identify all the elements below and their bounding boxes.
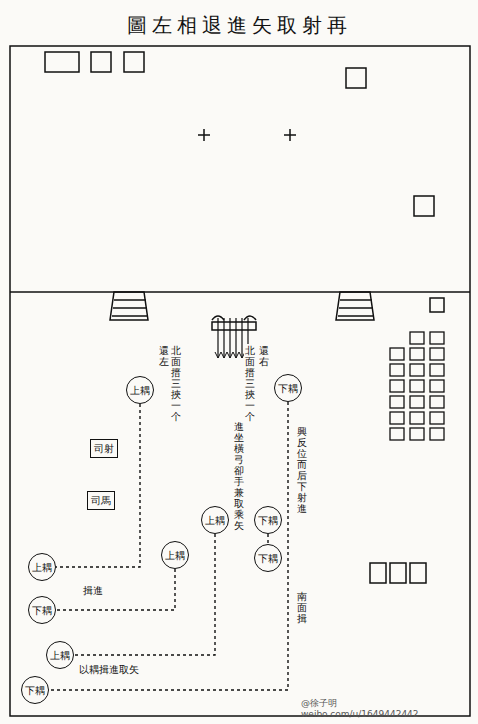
- spectator-seat: [410, 364, 424, 376]
- ritual-note: 南面揖: [296, 590, 308, 625]
- frame: [10, 46, 470, 716]
- walk-path: [74, 534, 215, 655]
- person-circle: 上耦: [161, 541, 189, 569]
- seat: [45, 52, 79, 72]
- node-label: 下耦: [25, 685, 45, 696]
- ritual-note: 還左: [158, 344, 170, 368]
- person-circle: 上耦: [126, 376, 154, 404]
- node-label: 下耦: [258, 515, 278, 526]
- spectator-seat: [390, 380, 404, 392]
- walk-path: [267, 534, 268, 544]
- node-label: 下耦: [278, 383, 298, 394]
- seat: [410, 563, 426, 583]
- spectator-seat: [390, 348, 404, 360]
- seat: [390, 563, 406, 583]
- spectator-seat: [430, 348, 444, 360]
- spectator-seat: [390, 396, 404, 408]
- watermark: @徐子明: [300, 696, 338, 711]
- person-circle: 下耦: [28, 596, 56, 624]
- seat: [370, 563, 386, 583]
- steps: [336, 292, 374, 320]
- node-label: 上耦: [130, 385, 150, 396]
- person-circle: 下耦: [254, 544, 282, 572]
- spectator-seat: [430, 412, 444, 424]
- person-circle: 上耦: [201, 506, 229, 534]
- spectator-seat: [410, 380, 424, 392]
- ritual-note: 揖進: [82, 583, 104, 599]
- seat: [91, 52, 111, 72]
- spectator-seat: [430, 364, 444, 376]
- hall-edge: [10, 291, 470, 293]
- seat: [430, 298, 444, 312]
- spectator-seat: [410, 348, 424, 360]
- spectator-seat: [390, 412, 404, 424]
- ritual-note: 北面搢三挾一个: [170, 344, 182, 423]
- node-label: 下耦: [32, 605, 52, 616]
- ritual-note: 北面搢三挾一个: [244, 344, 256, 423]
- walk-path: [56, 569, 175, 610]
- audience: [390, 332, 444, 440]
- ritual-note: 興反位而后下射進: [296, 425, 308, 515]
- watermark: weibo.com/u/1649442442: [300, 708, 420, 720]
- seat: [124, 52, 144, 72]
- ritual-note: 進坐橫弓卻手兼取乘矢: [233, 420, 245, 532]
- person-circle: 上耦: [46, 641, 74, 669]
- spectator-seat: [410, 396, 424, 408]
- ritual-note: 以耦揖進取矢: [78, 662, 140, 678]
- node-label: 下耦: [258, 553, 278, 564]
- officer-box: 司馬: [87, 491, 115, 510]
- person-circle: 下耦: [21, 676, 49, 704]
- spectator-seat: [430, 380, 444, 392]
- node-label: 上耦: [165, 550, 185, 561]
- node-label: 司馬: [91, 495, 111, 506]
- spectator-seat: [390, 428, 404, 440]
- node-label: 上耦: [50, 650, 70, 661]
- steps: [110, 292, 148, 320]
- spectator-seat: [430, 332, 444, 344]
- node-label: 上耦: [32, 562, 52, 573]
- node-label: 上耦: [205, 515, 225, 526]
- seat: [414, 196, 434, 216]
- spectator-seat: [430, 396, 444, 408]
- spectator-seat: [430, 428, 444, 440]
- spectator-seat: [410, 412, 424, 424]
- spectator-seat: [390, 364, 404, 376]
- person-circle: 下耦: [274, 374, 302, 402]
- node-label: 司射: [94, 443, 114, 454]
- walk-path: [49, 402, 288, 690]
- person-circle: 上耦: [28, 553, 56, 581]
- spectator-seat: [410, 428, 424, 440]
- cross-mark: [198, 129, 296, 141]
- seat: [346, 68, 366, 88]
- walk-path: [56, 404, 140, 567]
- officer-box: 司射: [90, 439, 118, 458]
- title: 再射取矢進退相左圖: [0, 12, 478, 39]
- person-circle: 下耦: [254, 506, 282, 534]
- spectator-seat: [410, 332, 424, 344]
- ritual-note: 還右: [258, 344, 270, 368]
